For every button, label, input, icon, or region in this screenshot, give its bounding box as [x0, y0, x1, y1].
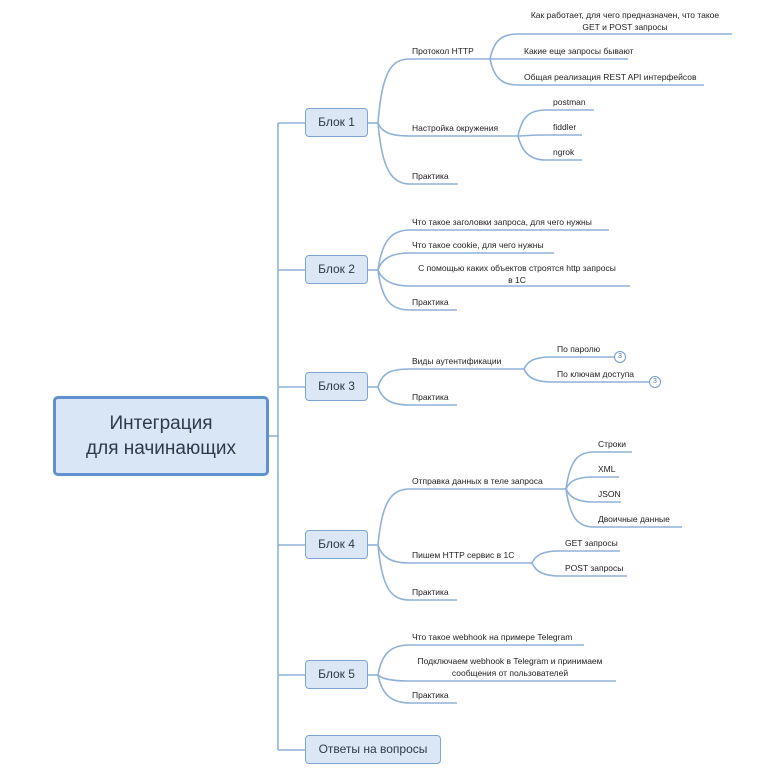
topic-auth-password[interactable]: По паролю [557, 344, 601, 354]
topic-xml[interactable]: XML [598, 464, 616, 474]
topic-other-requests[interactable]: Какие еще запросы бывают [524, 46, 634, 56]
block-4-node[interactable]: Блок 4 [305, 530, 368, 559]
topic-get-requests[interactable]: GET запросы [565, 538, 618, 548]
topic-json[interactable]: JSON [598, 489, 621, 499]
topic-request-headers[interactable]: Что такое заголовки запроса, для чего ну… [412, 217, 592, 227]
topic-http-objects-line2: в 1С [508, 275, 526, 285]
topic-http-how-it-works[interactable]: Как работает, для чего предназначен, что… [518, 9, 732, 33]
topic-auth-keys[interactable]: По ключам доступа [557, 369, 635, 379]
auth-password-count-badge[interactable]: 3 [614, 351, 626, 363]
answers-node[interactable]: Ответы на вопросы [305, 735, 441, 764]
topic-block5-practice[interactable]: Практика [412, 690, 449, 700]
topic-strings[interactable]: Строки [598, 439, 626, 449]
topic-http-how-it-works-line2: GET и POST запросы [582, 22, 668, 32]
topic-webhook-connect-line2: сообщения от пользователей [451, 668, 569, 678]
topic-webhook-connect[interactable]: Подключаем webhook в Telegram и принимае… [408, 655, 612, 679]
topic-block2-practice[interactable]: Практика [412, 297, 449, 307]
topic-send-body-data[interactable]: Отправка данных в теле запроса [412, 476, 543, 486]
topic-webhook-connect-line1: Подключаем webhook в Telegram и принимае… [417, 656, 603, 666]
root-title-line1: Интеграция [109, 413, 213, 434]
auth-keys-count-badge[interactable]: 3 [649, 376, 661, 388]
block-5-node[interactable]: Блок 5 [305, 660, 368, 689]
topic-block3-practice[interactable]: Практика [412, 392, 449, 402]
root-title-line2: для начинающих [86, 438, 236, 459]
block-2-node[interactable]: Блок 2 [305, 255, 368, 284]
topic-post-requests[interactable]: POST запросы [565, 563, 624, 573]
topic-environment-setup[interactable]: Настройка окружения [412, 123, 499, 133]
topic-fiddler[interactable]: fiddler [553, 122, 577, 132]
topic-block1-practice[interactable]: Практика [412, 171, 449, 181]
topic-rest-api[interactable]: Общая реализация REST API интерфейсов [524, 72, 697, 82]
block-3-node[interactable]: Блок 3 [305, 372, 368, 401]
topic-ngrok[interactable]: ngrok [553, 147, 575, 157]
root-topic[interactable]: Интеграция для начинающих [53, 396, 269, 476]
topic-webhook-telegram[interactable]: Что такое webhook на примере Telegram [412, 632, 573, 642]
topic-auth-types[interactable]: Виды аутентификации [412, 356, 502, 366]
topic-http-objects-line1: С помощью каких объектов строятся http з… [418, 263, 616, 273]
topic-http-how-it-works-line1: Как работает, для чего предназначен, что… [530, 10, 720, 20]
topic-binary-data[interactable]: Двоичные данные [598, 514, 670, 524]
topic-http-protocol[interactable]: Протокол HTTP [412, 46, 474, 56]
topic-http-objects[interactable]: С помощью каких объектов строятся http з… [408, 262, 626, 286]
topic-http-service[interactable]: Пишем HTTP сервис в 1С [412, 550, 515, 560]
block-1-node[interactable]: Блок 1 [305, 108, 368, 137]
topic-postman[interactable]: postman [553, 97, 586, 107]
topic-cookie[interactable]: Что такое cookie, для чего нужны [412, 240, 544, 250]
topic-block4-practice[interactable]: Практика [412, 587, 449, 597]
